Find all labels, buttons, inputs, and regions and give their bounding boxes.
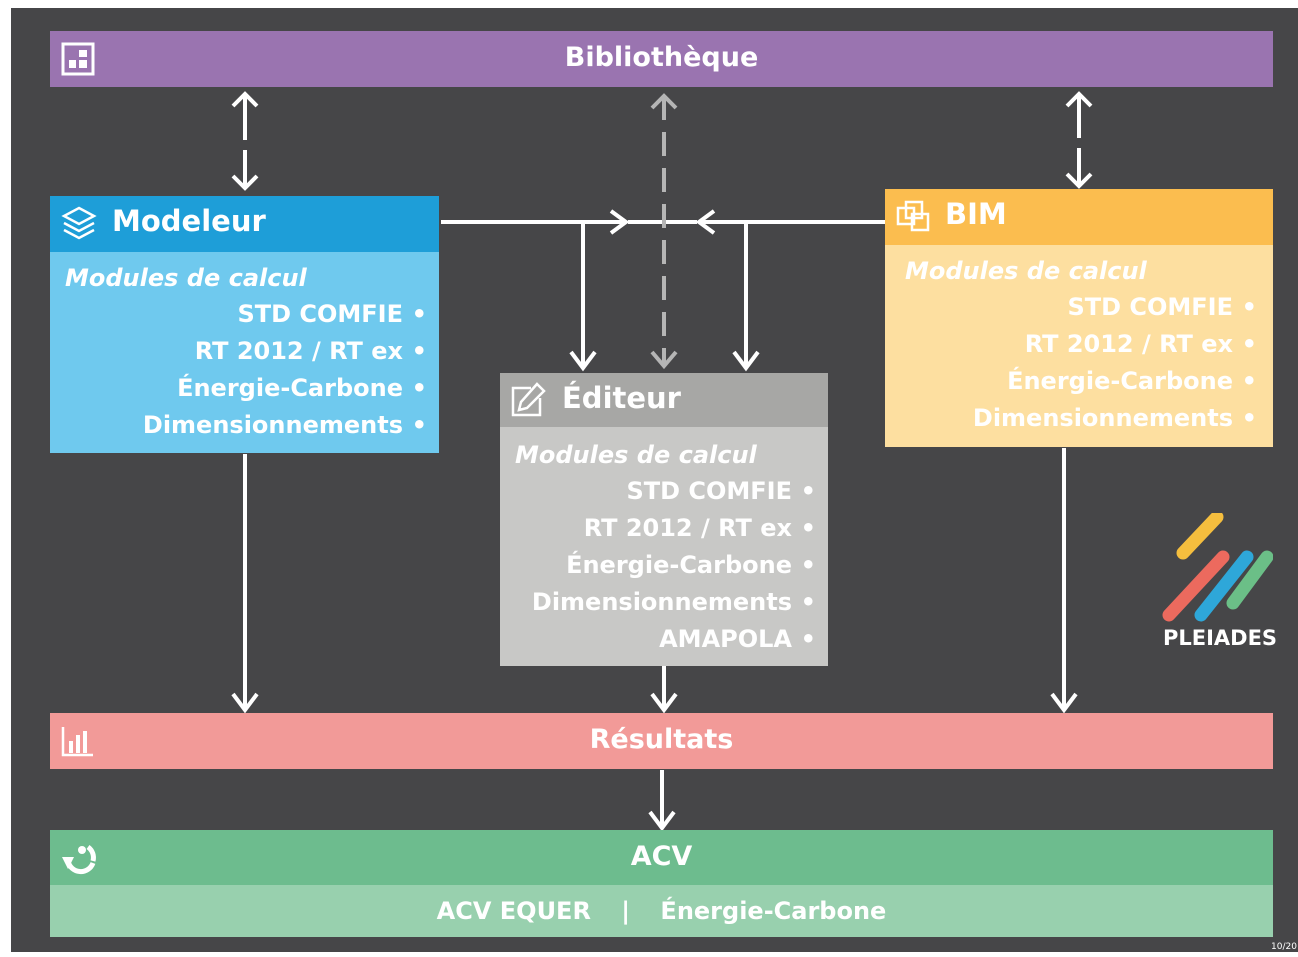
editeur-module-rt2012: RT 2012 / RT ex — [532, 510, 816, 547]
modeleur-module-rt2012: RT 2012 / RT ex — [143, 333, 427, 370]
bim-module-dimensionnements: Dimensionnements — [973, 400, 1257, 437]
bar-chart-icon — [61, 725, 95, 761]
acv-block: ACV ACV EQUER | Énergie-Carbone — [50, 830, 1273, 937]
arrow-bibliotheque-editeur-dashed — [650, 93, 678, 370]
modeleur-module-dimensionnements: Dimensionnements — [143, 407, 427, 444]
modeleur-box: Modeleur Modules de calcul STD COMFIE RT… — [50, 196, 439, 453]
bim-box: BIM Modules de calcul STD COMFIE RT 2012… — [885, 189, 1273, 447]
modeleur-module-list: STD COMFIE RT 2012 / RT ex Énergie-Carbo… — [143, 296, 427, 444]
modeleur-module-std-comfie: STD COMFIE — [143, 296, 427, 333]
arrow-to-editeur-right — [732, 222, 760, 372]
modeleur-header: Modeleur — [50, 196, 439, 252]
modeleur-subtitle: Modules de calcul — [65, 264, 307, 292]
acv-header: ACV — [50, 830, 1273, 885]
editeur-module-amapola: AMAPOLA — [532, 621, 816, 658]
modeleur-body: Modules de calcul STD COMFIE RT 2012 / R… — [50, 252, 439, 453]
bibliotheque-title: Bibliothèque — [564, 42, 759, 73]
editeur-title: Éditeur — [562, 381, 681, 415]
resultats-bar: Résultats — [50, 713, 1273, 769]
pleiades-logo-text: PLEIADES — [1162, 626, 1278, 650]
bibliotheque-bar: Bibliothèque — [50, 31, 1273, 87]
bim-icon — [895, 199, 931, 242]
bim-module-energie-carbone: Énergie-Carbone — [973, 363, 1257, 400]
bim-header: BIM — [885, 189, 1273, 245]
editeur-module-dimensionnements: Dimensionnements — [532, 584, 816, 621]
arrow-bim-resultats — [1050, 448, 1078, 714]
edit-icon — [509, 382, 547, 425]
acv-energie-carbone-label: Énergie-Carbone — [660, 897, 887, 925]
acv-equer-label: ACV EQUER — [436, 897, 591, 925]
resultats-title: Résultats — [589, 724, 734, 755]
diagram-canvas: Bibliothèque Modeleur Modules de calcul … — [11, 8, 1298, 952]
arrow-resultats-acv — [648, 770, 676, 832]
connector-arrows — [231, 91, 1093, 832]
page-number: 10/20 — [1271, 942, 1297, 952]
bim-module-list: STD COMFIE RT 2012 / RT ex Énergie-Carbo… — [973, 289, 1257, 437]
editeur-subtitle: Modules de calcul — [515, 441, 757, 469]
bim-body: Modules de calcul STD COMFIE RT 2012 / R… — [885, 245, 1273, 447]
arrow-modeleur-resultats — [231, 454, 259, 714]
acv-separator: | — [621, 897, 631, 925]
arrow-modeleur-bim-link — [441, 209, 885, 235]
arrow-to-editeur-left — [569, 222, 597, 372]
editeur-box: Éditeur Modules de calcul STD COMFIE RT … — [500, 373, 828, 666]
arrow-bibliotheque-bim — [1065, 91, 1093, 189]
recycle-icon — [60, 839, 100, 881]
library-icon — [61, 42, 95, 80]
modeleur-module-energie-carbone: Énergie-Carbone — [143, 370, 427, 407]
arrow-bibliotheque-modeleur — [231, 91, 259, 191]
editeur-module-list: STD COMFIE RT 2012 / RT ex Énergie-Carbo… — [532, 473, 816, 658]
editeur-header: Éditeur — [500, 373, 828, 427]
bim-module-rt2012: RT 2012 / RT ex — [973, 326, 1257, 363]
acv-subtitle-row: ACV EQUER | Énergie-Carbone — [50, 897, 1273, 925]
bim-title: BIM — [945, 197, 1007, 231]
editeur-module-energie-carbone: Énergie-Carbone — [532, 547, 816, 584]
modeleur-title: Modeleur — [112, 204, 266, 238]
bim-subtitle: Modules de calcul — [905, 257, 1147, 285]
editeur-body: Modules de calcul STD COMFIE RT 2012 / R… — [500, 427, 828, 666]
layers-icon — [61, 205, 97, 250]
pleiades-logo: PLEIADES — [1161, 513, 1279, 653]
acv-title: ACV — [630, 841, 693, 872]
bim-module-std-comfie: STD COMFIE — [973, 289, 1257, 326]
editeur-module-std-comfie: STD COMFIE — [532, 473, 816, 510]
arrow-editeur-resultats — [650, 666, 678, 714]
